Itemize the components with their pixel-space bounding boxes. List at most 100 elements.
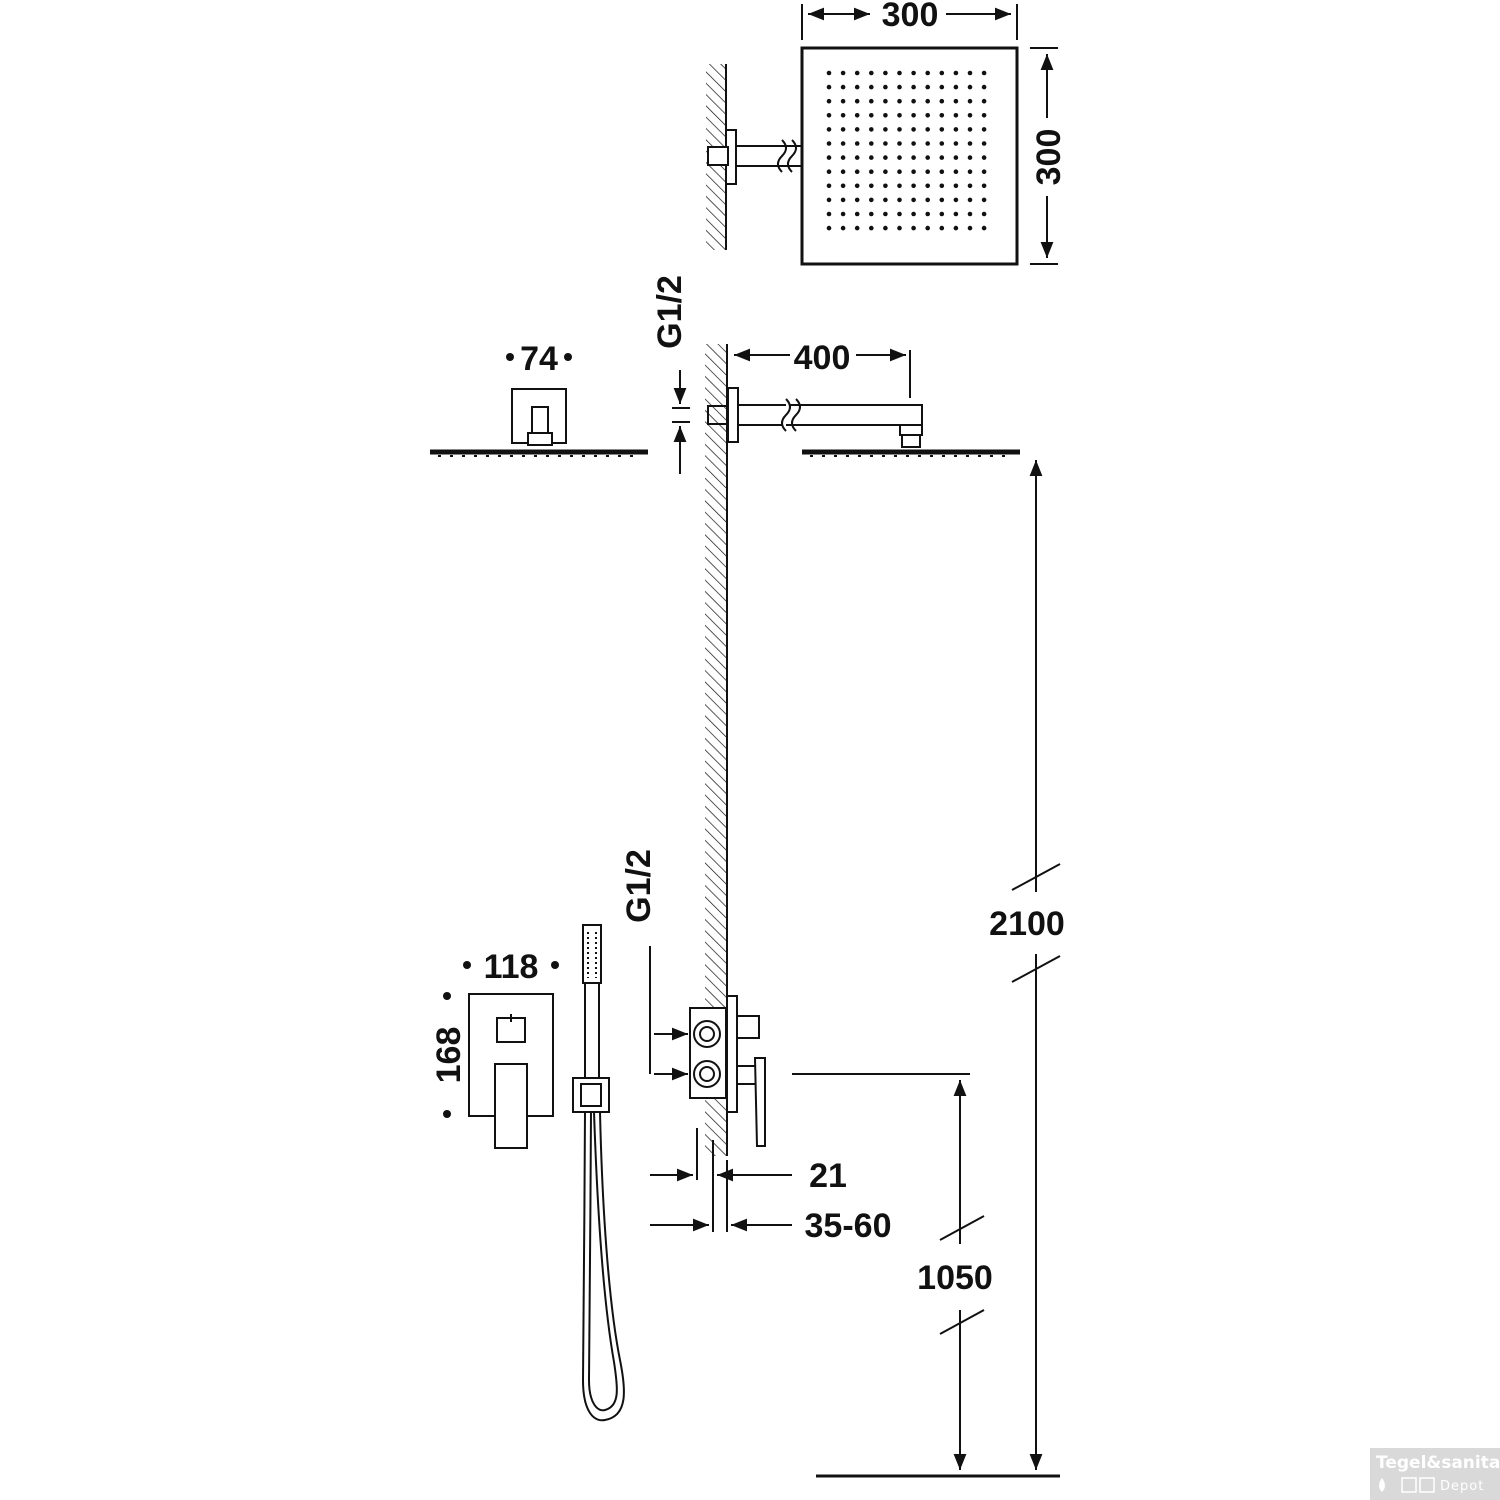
nozzle-dot [897,225,902,231]
nozzle-dot [854,70,860,76]
head-connector [899,424,923,436]
nozzle-dot [840,113,846,118]
nozzle-dot [967,127,973,132]
nozzle-dot [826,127,832,132]
nozzle-dot [869,155,874,160]
mixer-lever [753,1057,766,1147]
nozzle-dot [840,155,846,160]
nozzle-dot [939,127,945,132]
nozzle-dot [967,84,973,90]
nozzle-dot [883,141,888,146]
nozzle-dot [883,211,888,217]
nozzle-dot [826,197,832,203]
dim-embed-depth: 35-60 [805,1207,892,1245]
nozzle-dot [953,141,959,146]
nozzle-dot [897,70,902,76]
nozzle-dot [883,98,888,104]
shower-arm [737,404,923,426]
dim-head-width: 300 [882,0,939,34]
nozzle-dot [869,197,874,203]
nozzle-dot [869,211,874,217]
nozzle-dot [939,70,945,76]
nozzle-dot [939,141,945,146]
nozzle-grid [826,70,987,231]
hand-shower-head [582,924,602,984]
nozzle-dot [953,113,959,118]
dim-shower-height: 2100 [989,905,1065,943]
nozzle-dot [981,98,987,104]
nozzle-dot [883,84,888,90]
nozzle-dot [953,84,959,90]
nozzle-dot [869,113,874,118]
nozzle-dot [911,225,916,231]
valve-front-view [468,993,554,1149]
nozzle-dot [826,155,832,160]
dim-arm-flange: 74 [520,340,558,378]
valve-plate [726,995,738,1113]
nozzle-dot [869,183,874,189]
dim-arm-length: 400 [794,339,851,377]
nozzle-dot [854,225,860,231]
nozzle-dot [897,155,902,160]
nozzle-dot [826,225,832,231]
nozzle-dot [967,113,973,118]
nozzle-dot [897,211,902,217]
nozzle-dot [883,113,888,118]
dim-valve-height-floor: 1050 [917,1259,993,1297]
nozzle-dot [967,155,973,160]
dim-valve-height-group: 168 [430,992,468,1118]
top-shower-head [800,46,1019,266]
nozzle-dot [883,225,888,231]
nozzle-dot [869,98,874,104]
nozzle-dot [883,183,888,189]
nozzle-dot [826,169,832,174]
dim-valve-width: 118 [484,948,539,986]
nozzle-dot [967,197,973,203]
nozzle-dot [869,225,874,231]
dim-thread-valve: G1/2 [620,849,658,923]
nozzle-dot [883,197,888,203]
nozzle-dot [911,183,916,189]
nozzle-dot [911,141,916,146]
nozzle-dot [939,225,945,231]
nozzle-dot [854,141,860,146]
nozzle-dot [854,211,860,217]
nozzle-dot [911,197,916,203]
shower-hose [581,1111,625,1422]
nozzle-dot [840,141,846,146]
nozzle-dot [939,197,945,203]
nozzle-dot [854,113,860,118]
watermark-brand: Tegel&sanitair [1376,1453,1500,1473]
nozzle-dot [911,127,916,132]
nozzle-dot [897,197,902,203]
nozzle-dot [981,183,987,189]
nozzle-dot [897,141,902,146]
nozzle-dot [869,84,874,90]
nozzle-dot [925,169,930,174]
nozzle-dot [854,127,860,132]
nozzle-dot [981,113,987,118]
hand-shower [572,924,625,1422]
nozzle-dot [967,141,973,146]
nozzle-dot [925,183,930,189]
dim-thread-top: G1/2 [651,275,689,349]
nozzle-dot [869,127,874,132]
nozzle-dot [925,113,930,118]
nozzle-dot [953,183,959,189]
nozzle-dot [911,169,916,174]
nozzle-dot [967,70,973,76]
nozzle-dot [911,84,916,90]
nozzle-dot [869,169,874,174]
nozzle-dot [883,127,888,132]
nozzle-dot [840,211,846,217]
nozzle-dot [939,155,945,160]
nozzle-dot [869,141,874,146]
nozzle-dot [981,197,987,203]
nozzle-dot [854,98,860,104]
nozzle-dot [925,225,930,231]
nozzle-dot [939,211,945,217]
dim-valve-height: 168 [430,1027,468,1084]
nozzle-dot [911,155,916,160]
nozzle-dot [925,197,930,203]
